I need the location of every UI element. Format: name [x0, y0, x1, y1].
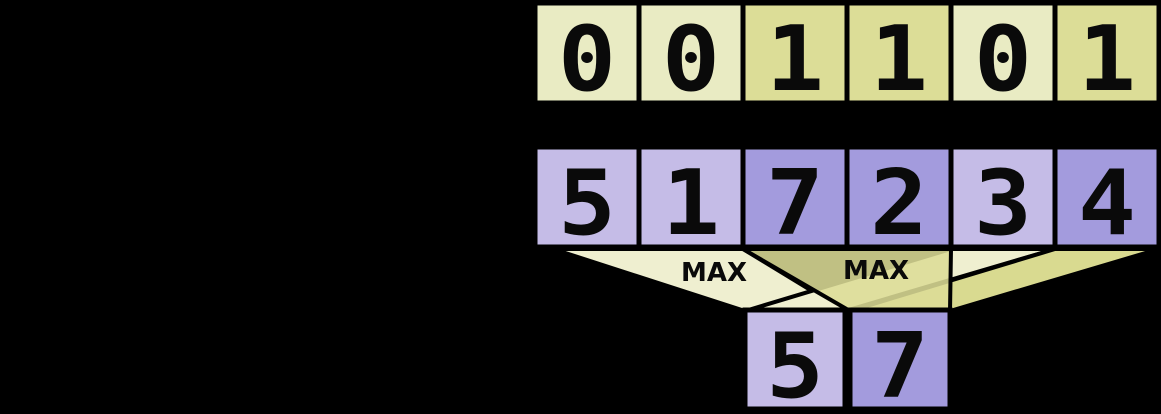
result-cell-value: 7: [871, 314, 929, 414]
max-label-left: MAX: [681, 258, 747, 288]
funnel-group: [552, 247, 1160, 313]
vector-cell-value: 5: [558, 151, 616, 256]
vector-cell-value: 7: [766, 151, 824, 256]
result-cell-value: 5: [766, 314, 824, 414]
mask-cell: [1052, 0, 1161, 106]
mask-cell-value: 0: [974, 7, 1032, 112]
vector-cell-value: 1: [662, 151, 720, 256]
mask-cell-value: 1: [870, 7, 928, 112]
max-label-right: MAX: [843, 256, 909, 286]
vector-cell-value: 2: [870, 151, 928, 256]
mask-cell: [740, 0, 850, 106]
mask-cell: [948, 0, 1058, 106]
mask-cell: [636, 0, 746, 106]
mask-cell-value: 0: [662, 7, 720, 112]
mask-cell-value: 0: [558, 7, 616, 112]
result-cell: [847, 307, 953, 412]
mask-cell-value: 1: [1078, 7, 1136, 112]
vector-cell: [1052, 144, 1161, 250]
vector-cell-value: 4: [1078, 151, 1136, 256]
vector-cell: [844, 144, 954, 250]
result-cell: [742, 307, 848, 412]
mask-cell: [844, 0, 954, 106]
mask-cell-value: 1: [766, 7, 824, 112]
vector-cell-value: 3: [974, 151, 1032, 256]
